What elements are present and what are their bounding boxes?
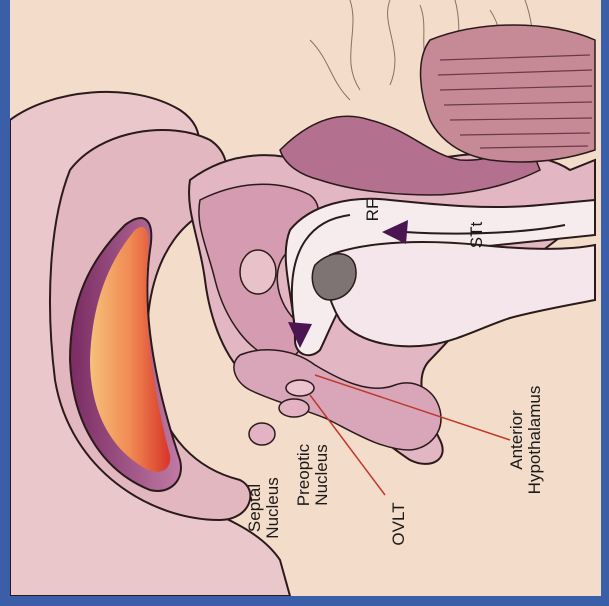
anterior-hypothalamus-label: Anterior Hypothalamus	[507, 386, 544, 495]
septal-label-line1: Septal	[245, 484, 264, 532]
preoptic-nucleus-label: Preoptic Nucleus	[294, 443, 331, 506]
fiber-tract-stt	[325, 242, 595, 346]
striated-region	[421, 25, 595, 162]
ovlt-label: OVLT	[389, 502, 408, 545]
preoptic-nucleus-shape	[279, 399, 309, 417]
septal-nucleus-label: Septal Nucleus	[245, 477, 282, 538]
ovlt-shape	[286, 380, 314, 396]
label-rf: RF	[363, 199, 382, 222]
anterior-label-line1: Anterior	[507, 410, 526, 470]
septal-nucleus-shape	[249, 423, 275, 445]
label-stt: STt	[467, 222, 486, 249]
brain-section-diagram: RF STt Septal Nucleus Preoptic Nucleus O…	[10, 0, 601, 596]
round-nucleus	[240, 250, 276, 294]
preoptic-label-line1: Preoptic	[294, 443, 313, 506]
septal-label-line2: Nucleus	[263, 477, 282, 538]
preoptic-label-line2: Nucleus	[312, 444, 331, 505]
anterior-label-line2: Hypothalamus	[525, 386, 544, 495]
diagram-canvas: RF STt Septal Nucleus Preoptic Nucleus O…	[10, 0, 601, 596]
